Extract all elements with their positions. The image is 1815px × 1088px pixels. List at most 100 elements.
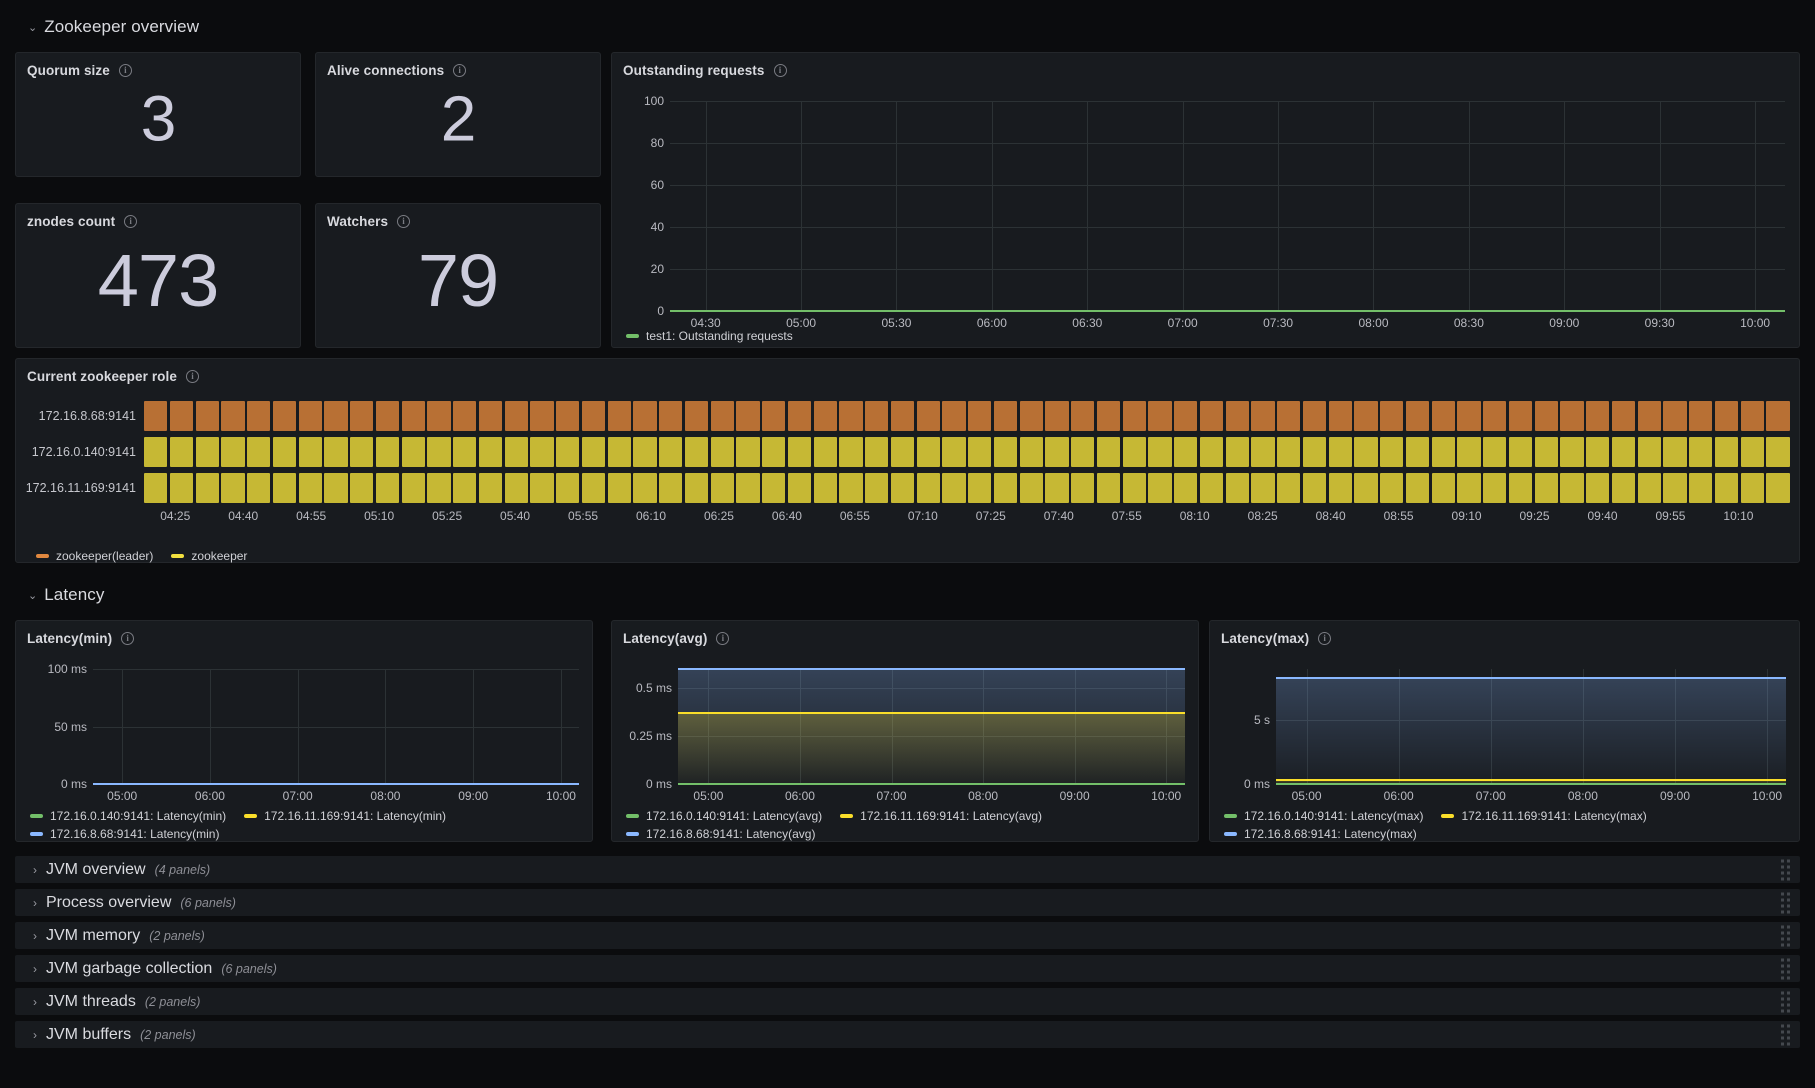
timeline-cell[interactable]: [968, 473, 992, 503]
info-icon[interactable]: i: [1318, 632, 1332, 645]
drag-handle-icon[interactable]: [1781, 892, 1790, 913]
timeline-cell[interactable]: [298, 437, 322, 467]
timeline-cell[interactable]: [350, 437, 374, 467]
timeline-row[interactable]: [144, 473, 1790, 503]
timeline-cell[interactable]: [581, 401, 605, 431]
timeline-cell[interactable]: [401, 473, 425, 503]
timeline-cell[interactable]: [1766, 473, 1790, 503]
timeline-cell[interactable]: [1405, 473, 1429, 503]
collapsed-row-jvm-garbage-collection[interactable]: ›JVM garbage collection(6 panels): [15, 955, 1800, 982]
timeline-cell[interactable]: [1045, 473, 1069, 503]
timeline-cell[interactable]: [247, 437, 271, 467]
timeline-cell[interactable]: [968, 401, 992, 431]
timeline-cell[interactable]: [1483, 473, 1507, 503]
timeline-cell[interactable]: [1045, 437, 1069, 467]
timeline-cell[interactable]: [710, 437, 734, 467]
timeline-cell[interactable]: [942, 401, 966, 431]
timeline-cell[interactable]: [813, 437, 837, 467]
timeline-cell[interactable]: [993, 401, 1017, 431]
timeline-cell[interactable]: [324, 437, 348, 467]
timeline-cell[interactable]: [530, 401, 554, 431]
timeline-cell[interactable]: [1457, 401, 1481, 431]
timeline-cell[interactable]: [169, 437, 193, 467]
legend-item[interactable]: 172.16.8.68:9141: Latency(avg): [626, 827, 815, 841]
timeline-cell[interactable]: [762, 473, 786, 503]
timeline-cell[interactable]: [221, 473, 245, 503]
timeline-cell[interactable]: [272, 401, 296, 431]
timeline-cell[interactable]: [478, 401, 502, 431]
panel-alive-connections[interactable]: Alive connections i 2: [315, 52, 601, 177]
timeline-cell[interactable]: [787, 401, 811, 431]
timeline-cell[interactable]: [916, 401, 940, 431]
timeline-cell[interactable]: [736, 401, 760, 431]
timeline-cell[interactable]: [1714, 401, 1738, 431]
timeline-cell[interactable]: [1096, 473, 1120, 503]
timeline-cell[interactable]: [1251, 473, 1275, 503]
drag-handle-icon[interactable]: [1781, 925, 1790, 946]
legend-item[interactable]: 172.16.0.140:9141: Latency(min): [30, 809, 226, 823]
timeline-cell[interactable]: [427, 401, 451, 431]
timeline-cell[interactable]: [1174, 437, 1198, 467]
timeline-cell[interactable]: [144, 437, 168, 467]
timeline-cell[interactable]: [1740, 401, 1764, 431]
timeline-cell[interactable]: [401, 401, 425, 431]
timeline-cell[interactable]: [1560, 437, 1584, 467]
timeline-cell[interactable]: [813, 401, 837, 431]
timeline-cell[interactable]: [1148, 437, 1172, 467]
timeline-cell[interactable]: [375, 437, 399, 467]
timeline-cell[interactable]: [839, 437, 863, 467]
timeline-cell[interactable]: [968, 437, 992, 467]
info-icon[interactable]: i: [121, 632, 135, 645]
timeline-cell[interactable]: [787, 473, 811, 503]
timeline-cell[interactable]: [1302, 401, 1326, 431]
timeline-cell[interactable]: [1199, 401, 1223, 431]
timeline-cell[interactable]: [1071, 437, 1095, 467]
timeline-cell[interactable]: [195, 437, 219, 467]
timeline-cell[interactable]: [1071, 401, 1095, 431]
timeline-cell[interactable]: [1302, 473, 1326, 503]
drag-handle-icon[interactable]: [1781, 991, 1790, 1012]
legend-item[interactable]: 172.16.11.169:9141: Latency(max): [1441, 809, 1647, 823]
timeline-cell[interactable]: [865, 473, 889, 503]
timeline-cell[interactable]: [350, 473, 374, 503]
timeline-row[interactable]: [144, 401, 1790, 431]
legend-item[interactable]: zookeeper: [171, 549, 247, 563]
timeline-cell[interactable]: [453, 401, 477, 431]
timeline-cell[interactable]: [1174, 473, 1198, 503]
timeline-cell[interactable]: [1560, 401, 1584, 431]
timeline-cell[interactable]: [1199, 437, 1223, 467]
timeline-cell[interactable]: [1122, 473, 1146, 503]
info-icon[interactable]: i: [118, 64, 132, 77]
timeline-cell[interactable]: [1534, 473, 1558, 503]
timeline-cell[interactable]: [247, 473, 271, 503]
timeline-cell[interactable]: [298, 401, 322, 431]
timeline-cell[interactable]: [530, 473, 554, 503]
timeline-cell[interactable]: [1354, 437, 1378, 467]
timeline-cell[interactable]: [504, 473, 528, 503]
timeline-cell[interactable]: [272, 473, 296, 503]
timeline-cell[interactable]: [1302, 437, 1326, 467]
timeline-cell[interactable]: [427, 437, 451, 467]
timeline-cell[interactable]: [195, 473, 219, 503]
timeline-cell[interactable]: [1483, 437, 1507, 467]
timeline-cell[interactable]: [1354, 401, 1378, 431]
panel-current-zookeeper-role[interactable]: Current zookeeper role i 172.16.8.68:914…: [15, 358, 1800, 563]
timeline-cell[interactable]: [1328, 437, 1352, 467]
timeline-cell[interactable]: [659, 437, 683, 467]
timeline-cell[interactable]: [324, 401, 348, 431]
timeline-cell[interactable]: [633, 437, 657, 467]
timeline-cell[interactable]: [169, 473, 193, 503]
timeline-cell[interactable]: [736, 473, 760, 503]
timeline-cell[interactable]: [1611, 437, 1635, 467]
timeline-cell[interactable]: [1096, 401, 1120, 431]
info-icon[interactable]: i: [186, 370, 199, 383]
timeline-cell[interactable]: [710, 401, 734, 431]
timeline-cell[interactable]: [581, 437, 605, 467]
timeline-cell[interactable]: [993, 437, 1017, 467]
timeline-cell[interactable]: [1560, 473, 1584, 503]
timeline-cell[interactable]: [1740, 473, 1764, 503]
timeline-cell[interactable]: [1714, 473, 1738, 503]
timeline-cell[interactable]: [1689, 437, 1713, 467]
legend-item[interactable]: 172.16.11.169:9141: Latency(min): [244, 809, 446, 823]
